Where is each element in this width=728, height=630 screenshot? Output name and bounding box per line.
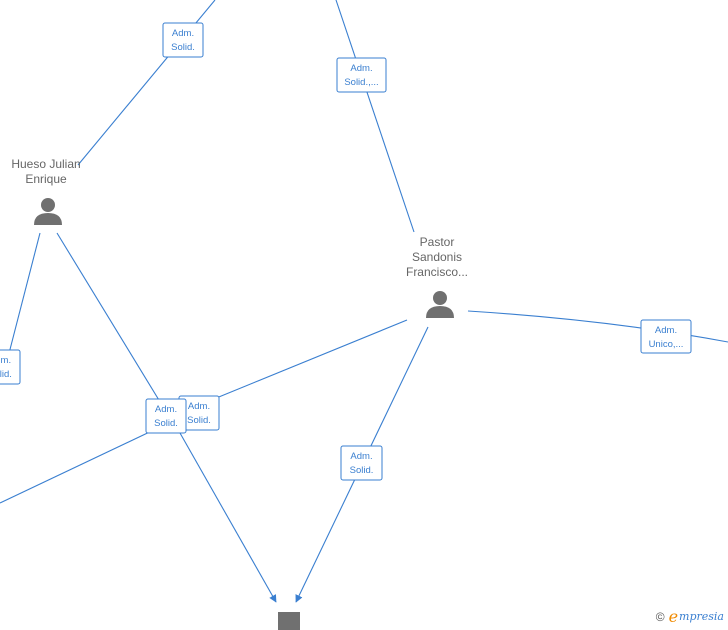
- node-pastor-sandonis-francisco[interactable]: Pastor Sandonis Francisco...: [406, 235, 468, 318]
- person-icon: [34, 198, 62, 225]
- company-node[interactable]: [278, 612, 300, 630]
- footer-credit: © e mpresia: [656, 607, 724, 626]
- edge-label-line: Adm.: [188, 401, 210, 412]
- edge-label-box[interactable]: Adm. Solid.: [145, 398, 187, 434]
- edge-label-line: Adm.: [655, 325, 677, 336]
- edge-line: [56, 232, 166, 411]
- edge-label-line: Solid.: [171, 42, 195, 53]
- edge-label-box[interactable]: Adm. Unico,...: [640, 319, 692, 354]
- node-label-line: Francisco...: [406, 265, 468, 279]
- edge-label-box[interactable]: Adm. Solid.: [340, 445, 383, 481]
- node-label-line: Sandonis: [412, 250, 462, 264]
- edge-label-line: Adm.: [350, 451, 372, 462]
- edge-label-line: Unico,...: [649, 339, 684, 350]
- edge-line: [335, 0, 415, 233]
- person-icon: [426, 291, 454, 318]
- edge-line: [179, 432, 277, 603]
- edge-label-box[interactable]: Adm. Solid.: [162, 22, 204, 58]
- edge-label-line: Adm.: [155, 404, 177, 415]
- copyright-symbol: ©: [655, 609, 665, 624]
- brand-logo-initial: e: [668, 607, 679, 626]
- edge-line: [0, 427, 159, 504]
- brand-logo-text: mpresia: [679, 610, 724, 623]
- edge-label-line: Adm.: [172, 28, 194, 39]
- edge-label-line: Adm.: [0, 355, 11, 366]
- edge-line: [5, 232, 41, 366]
- edge-label-line: Solid.: [350, 465, 374, 476]
- edge-label-box[interactable]: Adm. Solid.,...: [336, 57, 387, 93]
- edge-line: [186, 319, 408, 411]
- edge-label-line: Solid.: [187, 415, 211, 426]
- edge-label-line: Solid.: [154, 418, 178, 429]
- edge-label-line: Solid.,...: [344, 77, 378, 88]
- node-label-line: Pastor: [420, 235, 455, 249]
- building-icon: [278, 612, 300, 630]
- node-hueso-julian-enrique[interactable]: Hueso Julian Enrique: [11, 157, 81, 225]
- node-label-line: Hueso Julian: [11, 157, 80, 171]
- edge-line: [467, 310, 728, 343]
- node-label-line: Enrique: [25, 172, 67, 186]
- edge-label-line: Adm.: [350, 63, 372, 74]
- edge-label-line: Solid.: [0, 369, 12, 380]
- edge-label-box[interactable]: Adm. Solid.: [0, 349, 21, 385]
